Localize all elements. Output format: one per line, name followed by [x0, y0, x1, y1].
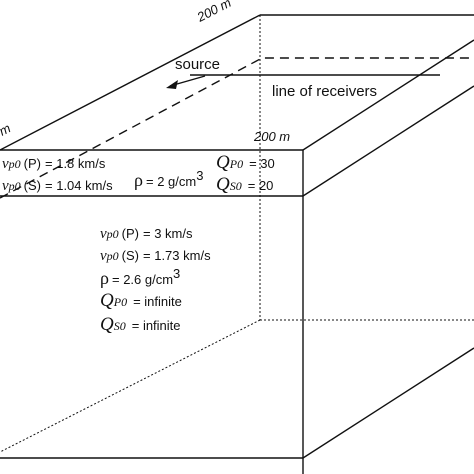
layer1-vp-S: vp0(S)= 1.04 km/s: [2, 178, 113, 194]
layer-boundary-side: [302, 85, 474, 197]
layer2-qs: QS0= infinite: [100, 314, 181, 335]
dim-front-top: 200 m: [253, 129, 290, 144]
dim-top-back: 200 m: [194, 0, 234, 25]
svg-text:QP0= infinite: QP0= infinite: [100, 290, 182, 311]
svg-text:vp0(S)= 1.04 km/s: vp0(S)= 1.04 km/s: [2, 178, 113, 194]
source-label: source: [175, 56, 220, 73]
layer2-qp: QP0= infinite: [100, 290, 182, 311]
layer1-vp-P: vp0(P)= 1.8 km/s: [2, 156, 106, 172]
svg-text:QP0= 30: QP0= 30: [216, 152, 275, 173]
svg-text:vp0(P)= 3 km/s: vp0(P)= 3 km/s: [100, 226, 193, 242]
svg-text:vp0(S)= 1.73 km/s: vp0(S)= 1.73 km/s: [100, 248, 211, 264]
svg-text:QS0= 20: QS0= 20: [216, 174, 273, 195]
svg-text:QS0= infinite: QS0= infinite: [100, 314, 181, 335]
layer2-vp-S: vp0(S)= 1.73 km/s: [100, 248, 211, 264]
top-back-edge: [0, 14, 261, 151]
layer1-qs: QS0= 20: [216, 174, 273, 195]
line-of-receivers-dashed: [0, 57, 474, 199]
dim-side-left: m: [0, 120, 13, 138]
layer2-density: ρ= 2.6 g/cm3: [100, 266, 180, 288]
svg-text:vp0(P)= 1.8 km/s: vp0(P)= 1.8 km/s: [2, 156, 106, 172]
layer2-vp-P: vp0(P)= 3 km/s: [100, 226, 193, 242]
svg-text:ρ= 2 g/cm3: ρ= 2 g/cm3: [134, 168, 203, 190]
receivers-label: line of receivers: [272, 83, 377, 100]
source-arrow-head: [166, 80, 178, 89]
hidden-left-bottom-edge: [0, 319, 261, 453]
svg-text:ρ= 2.6 g/cm3: ρ= 2.6 g/cm3: [100, 266, 180, 288]
layer1-qp: QP0= 30: [216, 152, 275, 173]
layer1-density: ρ= 2 g/cm3: [134, 168, 203, 190]
bottom-right-edge: [302, 347, 474, 459]
